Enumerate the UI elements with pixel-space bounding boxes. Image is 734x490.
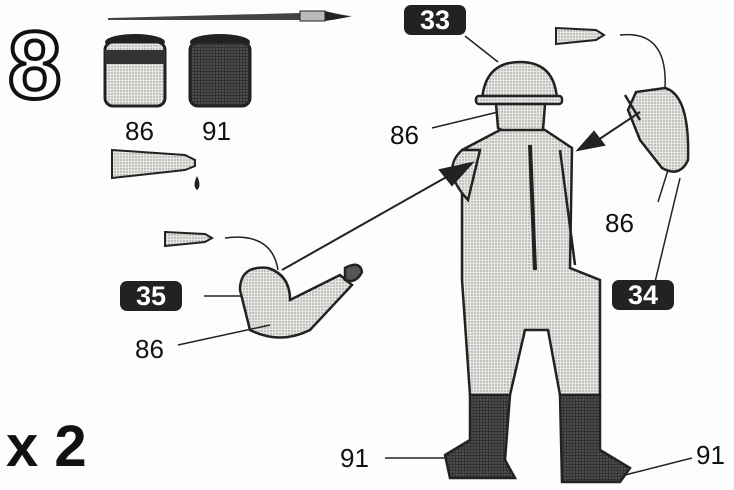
glue-tube-icon xyxy=(555,26,666,89)
callout-head: 86 xyxy=(390,120,419,150)
paint-pot-icon xyxy=(188,34,252,108)
assembly-arrow-icon xyxy=(281,111,641,271)
arm-part-34 xyxy=(623,86,690,173)
leader-lines xyxy=(177,35,693,476)
glue-tube-icon xyxy=(164,230,279,271)
arm-part-35 xyxy=(238,263,364,339)
callout-arm-35: 86 xyxy=(135,334,164,364)
callout-arm-34: 86 xyxy=(605,208,634,238)
callout-boot-right: 91 xyxy=(696,440,725,470)
part-badge-33: 33 xyxy=(404,5,466,35)
part-badge-35: 35 xyxy=(120,281,182,311)
callout-boot-left: 91 xyxy=(340,443,369,473)
quantity-label: x 2 xyxy=(6,414,87,479)
paint-pot-icon xyxy=(103,34,167,108)
brush-icon xyxy=(108,10,352,22)
soldier-figure xyxy=(443,60,632,484)
step-number: 8 xyxy=(6,12,63,119)
paint-code-label: 91 xyxy=(202,116,231,146)
part-badge-34: 34 xyxy=(612,280,674,310)
paint-code-label: 86 xyxy=(125,116,154,146)
glue-tube-icon xyxy=(111,148,200,190)
